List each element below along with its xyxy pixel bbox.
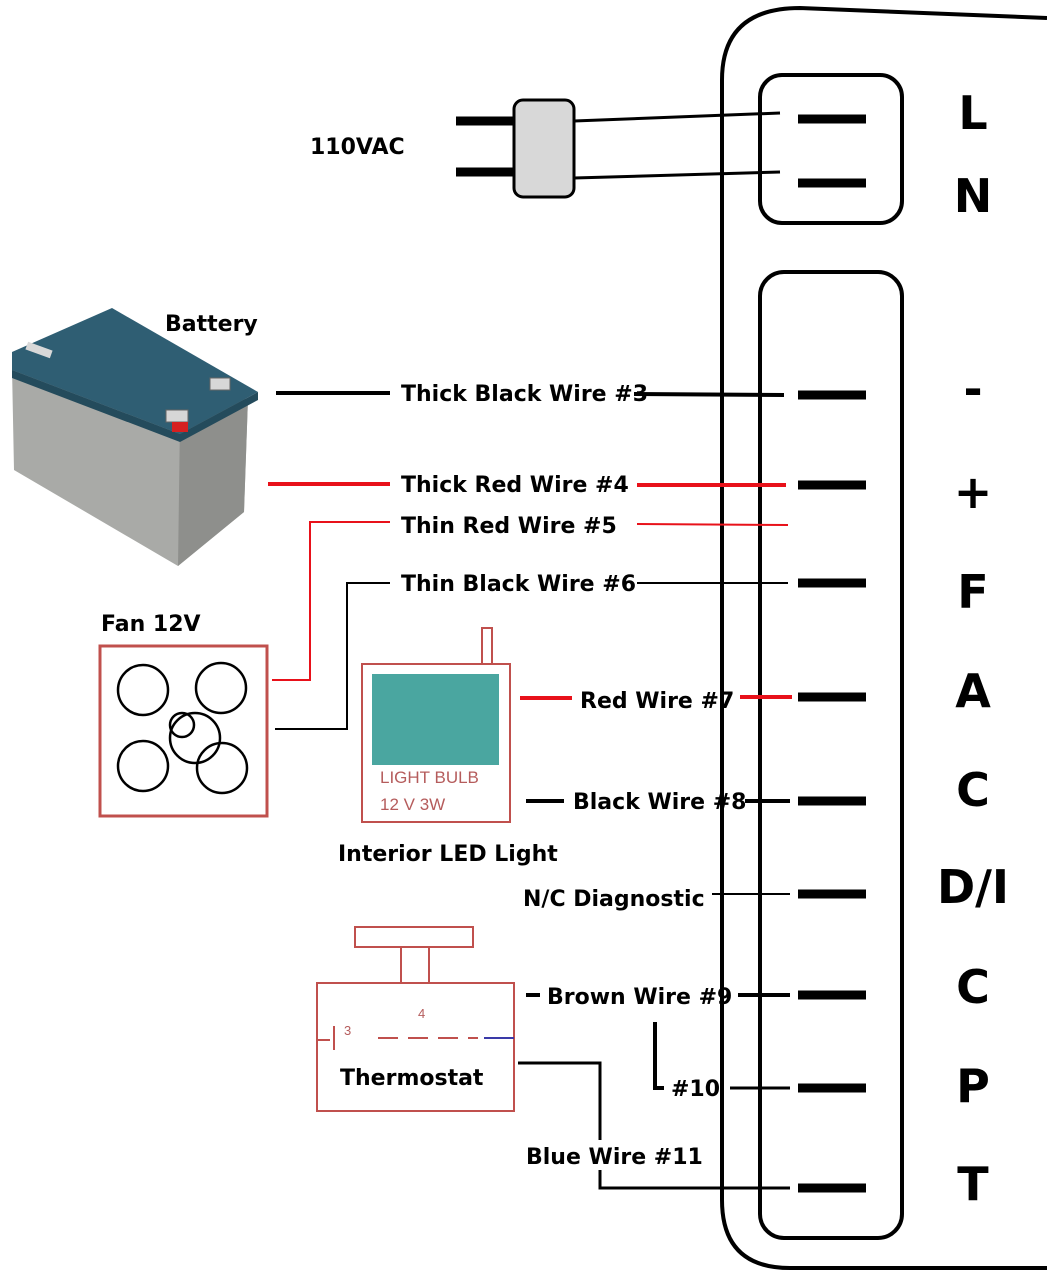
fan-blade-1 xyxy=(116,663,170,717)
terminal-label-di: D/I xyxy=(937,860,1009,914)
battery-terminal-positive xyxy=(165,409,189,423)
thermostat-body xyxy=(316,982,515,1112)
led-antenna xyxy=(481,627,493,665)
led-text-line-1: LIGHT BULB xyxy=(380,768,479,787)
wire-11-label-bg xyxy=(522,1140,692,1170)
terminal-label-c1: C xyxy=(956,763,990,817)
fan-blade-3 xyxy=(116,739,170,793)
wire-8-label: Black Wire #8 xyxy=(573,790,746,815)
power-terminal-block xyxy=(758,73,904,225)
wires: Thick Black Wire #3 Thick Red Wire #4 Th… xyxy=(268,382,792,1190)
wire-3-right xyxy=(633,392,785,397)
wire-11 xyxy=(518,1061,790,1190)
battery-terminal-red-mark xyxy=(172,422,188,432)
wire-nc-label: N/C Diagnostic xyxy=(523,887,705,912)
plug-body xyxy=(512,98,576,199)
ac-voltage-label: 110VAC xyxy=(310,135,405,160)
battery: Battery xyxy=(12,308,258,566)
wire-6-label: Thin Black Wire #6 xyxy=(401,572,636,597)
terminal-label-l: L xyxy=(958,86,987,140)
ac-wire-l xyxy=(573,111,781,123)
fan: Fan 12V xyxy=(98,612,269,818)
thermostat-pin-3: 3 xyxy=(344,1023,351,1038)
wire-5-left xyxy=(272,521,390,681)
thermostat-knob-cap xyxy=(354,926,474,948)
terminal-label-plus: + xyxy=(954,465,993,519)
terminal-contacts: L N - + F A C D/I C P T xyxy=(798,86,1009,1211)
terminal-label-a: A xyxy=(955,664,991,718)
fan-label: Fan 12V xyxy=(101,612,201,637)
battery-terminal-negative xyxy=(209,377,231,391)
fan-blade-2 xyxy=(194,661,248,715)
fan-frame xyxy=(98,644,269,818)
battery-label: Battery xyxy=(165,312,258,337)
wire-4-label: Thick Red Wire #4 xyxy=(401,473,629,498)
fan-hub-small xyxy=(168,711,196,739)
battery-side-shade xyxy=(178,398,248,566)
wire-10-jumper xyxy=(653,1022,664,1090)
thermostat-label: Thermostat xyxy=(340,1066,484,1091)
fan-blade-4 xyxy=(195,741,249,795)
wire-9-label: Brown Wire #9 xyxy=(547,985,732,1010)
wire-5-right xyxy=(636,523,789,526)
led-text-line-2: 12 V 3W xyxy=(380,795,445,814)
wire-5-label: Thin Red Wire #5 xyxy=(401,514,617,539)
battery-top xyxy=(12,308,258,434)
terminal-label-p: P xyxy=(956,1059,990,1113)
ac-wire-n xyxy=(573,170,781,180)
wire-6-left xyxy=(275,582,390,730)
wire-11-label: Blue Wire #11 xyxy=(526,1145,703,1170)
thermostat-knob-stem xyxy=(400,946,430,984)
led-label: Interior LED Light xyxy=(338,842,558,867)
low-voltage-terminal-block xyxy=(758,270,904,1240)
terminal-label-c2: C xyxy=(956,960,990,1014)
board-outline xyxy=(720,5,1047,1270)
terminal-label-minus: - xyxy=(963,362,982,416)
ac-plug: 110VAC xyxy=(310,98,781,199)
wire-3-label: Thick Black Wire #3 xyxy=(401,382,648,407)
wire-7-label: Red Wire #7 xyxy=(580,689,734,714)
led-panel xyxy=(372,674,499,765)
wire-10-label: #10 xyxy=(671,1077,720,1102)
control-board xyxy=(720,5,1047,1270)
terminal-label-f: F xyxy=(957,565,988,619)
thermostat-pin-4: 4 xyxy=(418,1006,425,1021)
led-light: LIGHT BULB 12 V 3W Interior LED Light xyxy=(338,627,558,867)
fan-hub xyxy=(168,711,222,765)
terminal-label-t: T xyxy=(957,1157,989,1211)
terminal-label-n: N xyxy=(954,169,993,223)
battery-vent-caps xyxy=(25,341,53,359)
thermostat: 3 4 Thermostat xyxy=(316,926,515,1112)
